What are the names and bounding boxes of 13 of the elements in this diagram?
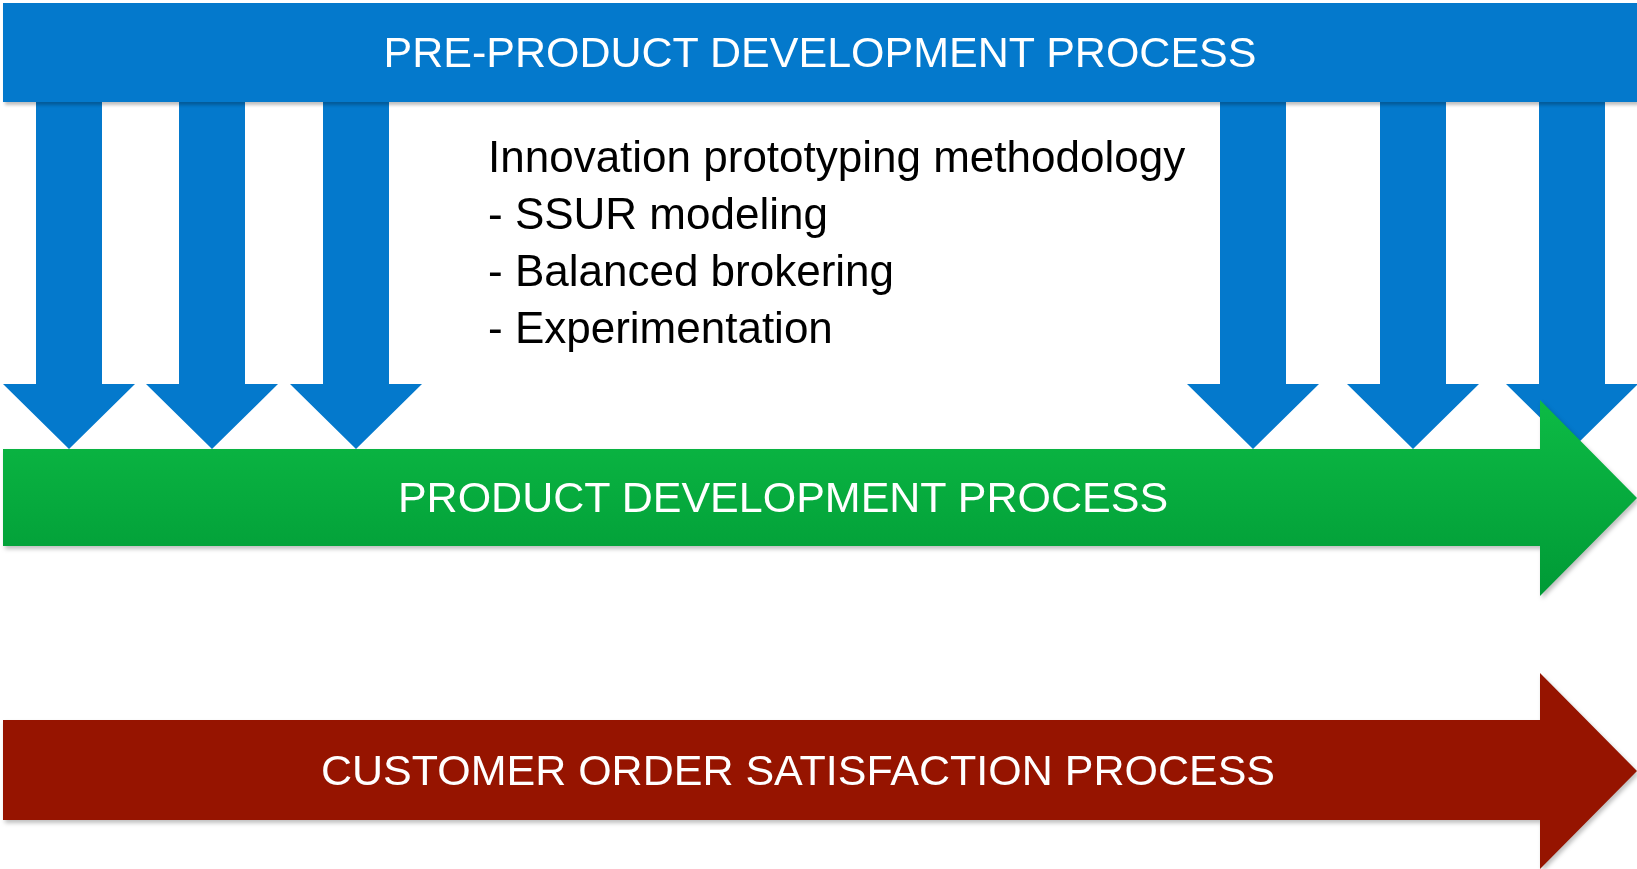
arrow-title: CUSTOMER ORDER SATISFACTION PROCESS <box>319 745 1277 796</box>
arrow-title: PRODUCT DEVELOPMENT PROCESS <box>396 472 1170 523</box>
bar-title: PRE-PRODUCT DEVELOPMENT PROCESS <box>383 28 1257 77</box>
note-text: - Experimentation <box>488 302 834 354</box>
down-arrow <box>1187 102 1319 449</box>
note-text: - Balanced brokering <box>488 245 895 297</box>
process-bar <box>3 3 1637 102</box>
note-text: Innovation prototyping methodology <box>488 131 1186 183</box>
note-text: - SSUR modeling <box>488 188 829 240</box>
down-arrow <box>1347 102 1479 449</box>
down-arrow <box>290 102 422 449</box>
down-arrow <box>146 102 278 449</box>
down-arrow <box>3 102 135 449</box>
